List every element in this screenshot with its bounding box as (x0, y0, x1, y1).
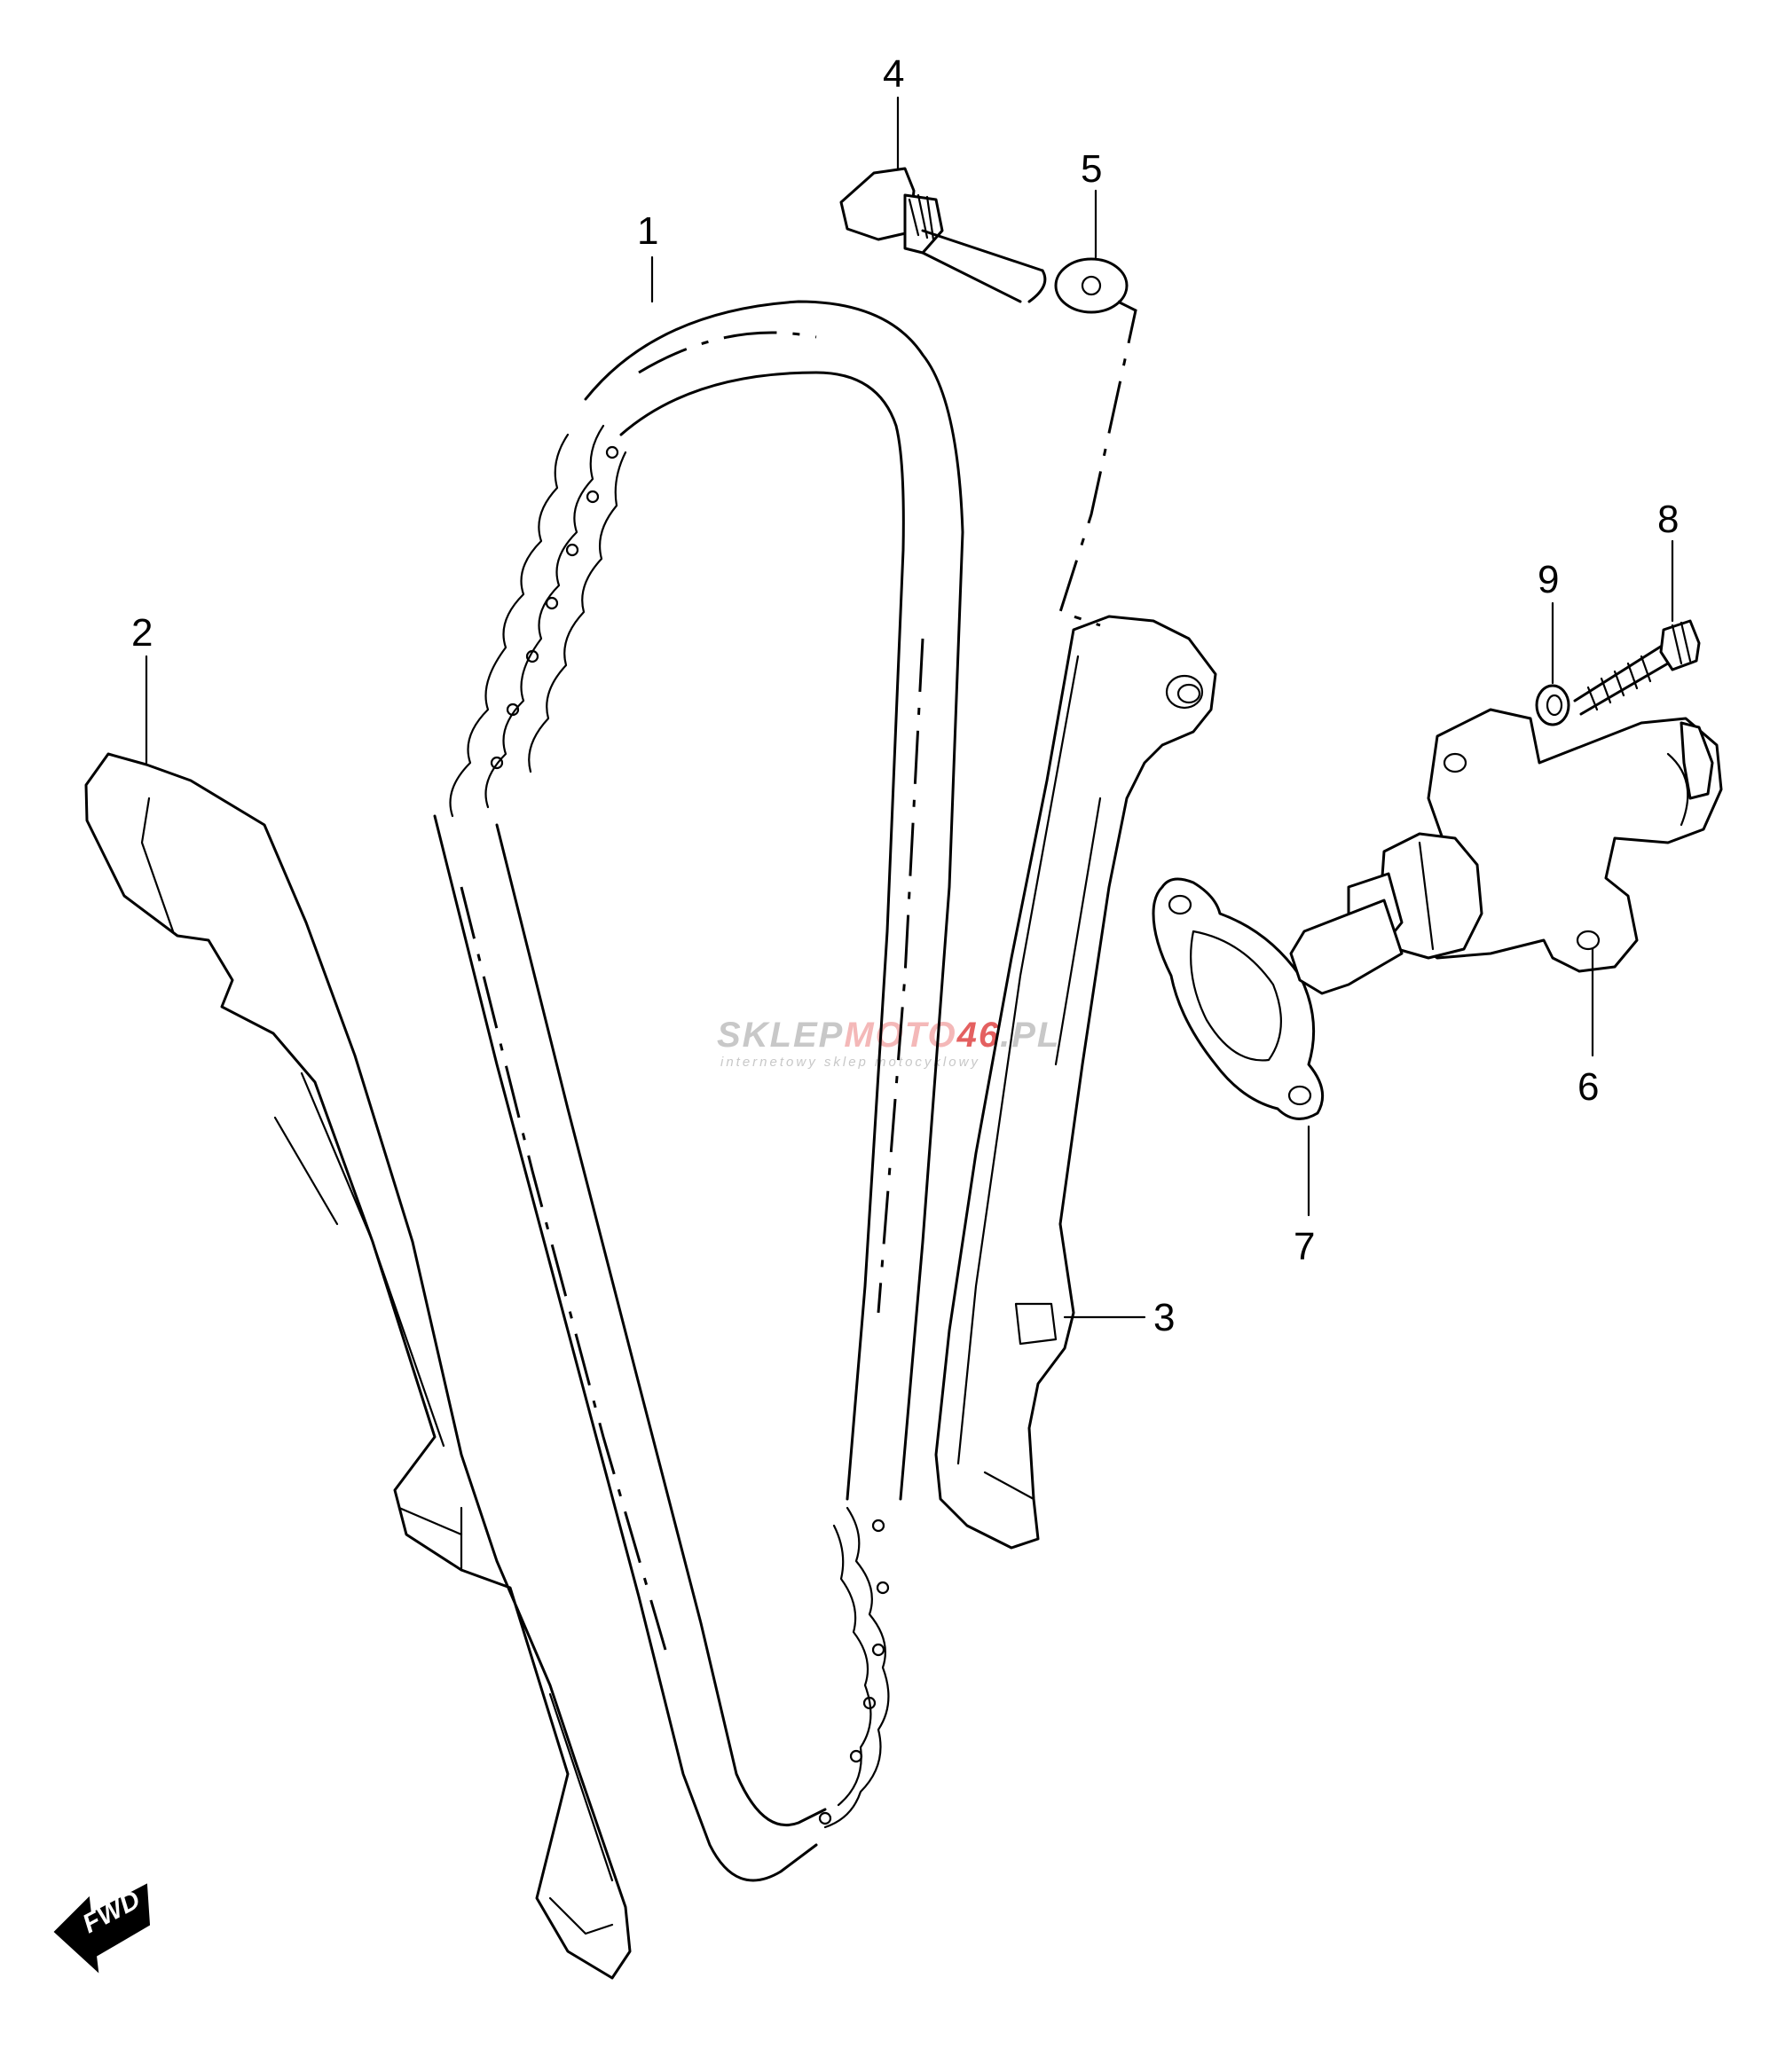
watermark-text-c: 46 (956, 1016, 1001, 1055)
callout-4: 4 (883, 52, 904, 170)
part-7-gasket (1152, 877, 1325, 1120)
part-2-chain-guide-left (84, 752, 632, 1980)
callout-6-number: 6 (1577, 1065, 1599, 1109)
chain-links-upper (449, 424, 627, 818)
chain-links-lower (818, 1506, 890, 1829)
callout-7: 7 (1294, 1125, 1315, 1268)
watermark-text-a: SKLEP (717, 1016, 844, 1055)
part-5-washer (1054, 257, 1137, 627)
callout-7-number: 7 (1294, 1225, 1315, 1268)
part-8-bolt (1573, 619, 1701, 716)
part-4-guide-bolt (839, 167, 1047, 303)
callout-1-number: 1 (637, 209, 658, 253)
part-3-chain-guide-right (934, 615, 1217, 1550)
callout-2: 2 (131, 611, 153, 765)
callout-9-number: 9 (1538, 558, 1559, 601)
callout-8-number: 8 (1657, 498, 1679, 541)
callout-5-number: 5 (1081, 147, 1102, 191)
callout-8: 8 (1657, 498, 1679, 623)
part-1-cam-chain (433, 300, 964, 1882)
callout-3-number: 3 (1153, 1296, 1175, 1339)
part-9-washer (1535, 684, 1570, 726)
fwd-direction-arrow: FWD (53, 1883, 151, 1974)
callout-1: 1 (637, 209, 658, 303)
callout-5: 5 (1081, 147, 1102, 259)
callout-4-number: 4 (883, 52, 904, 96)
callout-2-number: 2 (131, 611, 153, 655)
part-6-tensioner-adjuster (1289, 708, 1723, 995)
callout-3: 3 (1063, 1296, 1175, 1339)
watermark-subtitle: internetowy sklep motocyklowy (720, 1055, 980, 1070)
callout-6: 6 (1577, 947, 1599, 1109)
callout-9: 9 (1538, 558, 1559, 685)
